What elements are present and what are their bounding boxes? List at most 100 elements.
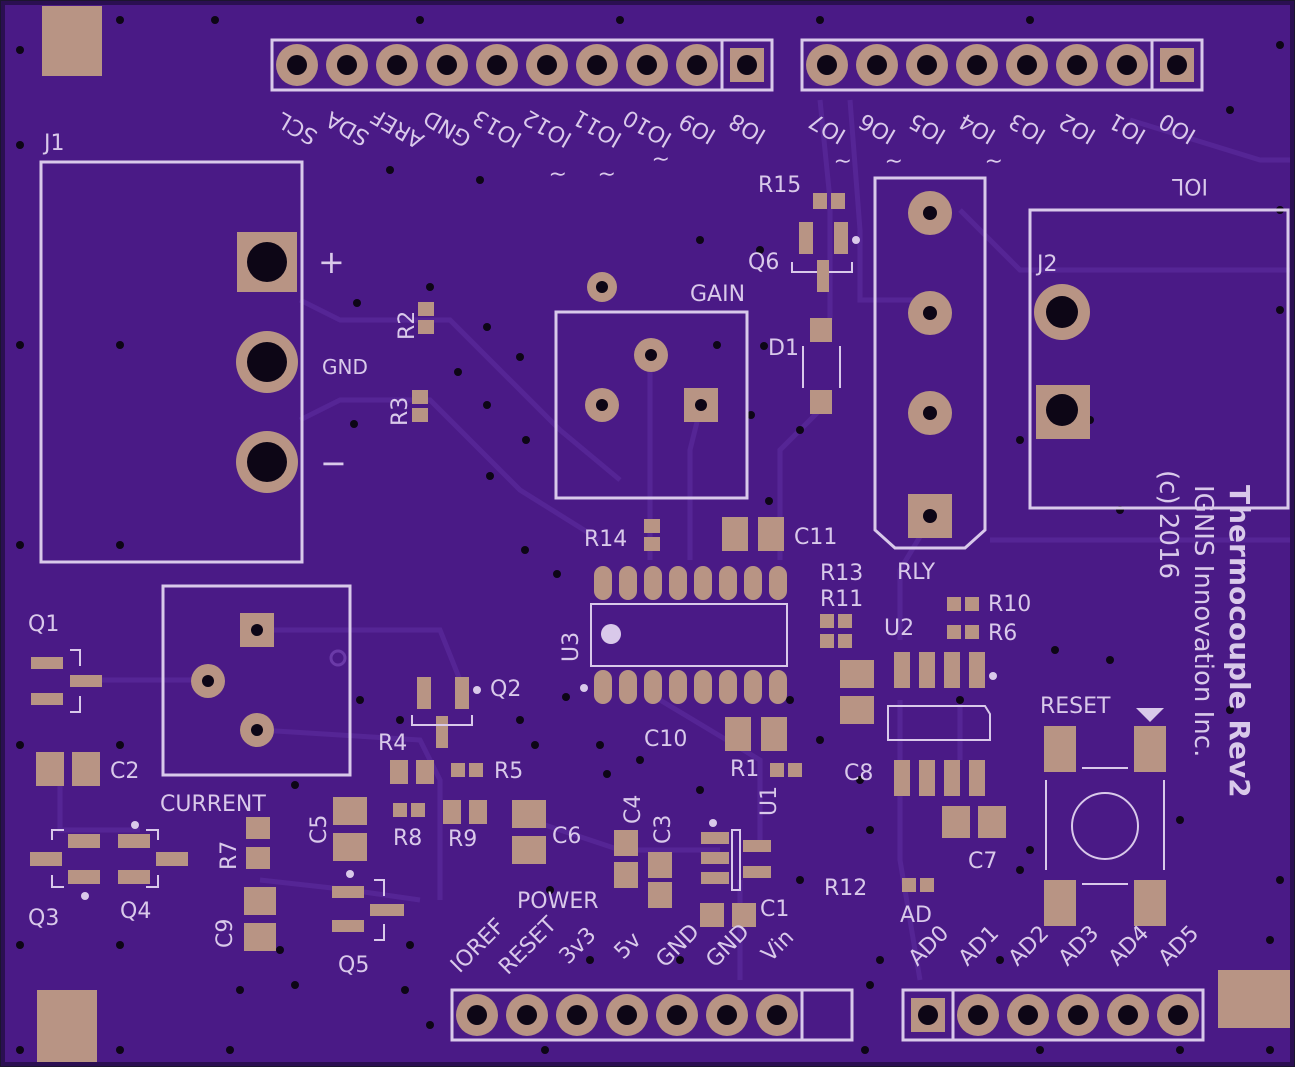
svg-text:U1: U1	[757, 786, 782, 816]
ic-pin-pad	[644, 566, 662, 600]
connector-j2: J2	[1028, 208, 1290, 510]
resistor-r8: R8	[393, 803, 425, 851]
resistor-r2: R2	[395, 302, 434, 340]
svg-text:R6: R6	[988, 621, 1017, 646]
ic-pin-pad	[719, 670, 737, 704]
trimpot-current: CURRENT	[160, 584, 352, 817]
resistor-r5: R5	[451, 759, 523, 784]
resistor-r3: R3	[388, 390, 428, 426]
pwm-mark: ~	[985, 148, 1003, 173]
transistor-q2: Q2	[411, 677, 521, 748]
svg-text:C8: C8	[844, 761, 873, 786]
regulator-u1: U1	[701, 786, 782, 891]
svg-text:Q6: Q6	[748, 250, 779, 275]
pwm-mark: ~	[885, 148, 903, 173]
ic-pin-pad	[619, 566, 637, 600]
board-title: Thermocouple Rev2	[1223, 485, 1256, 798]
svg-text:C2: C2	[110, 759, 139, 784]
svg-text:Q4: Q4	[120, 899, 151, 924]
ic-pin-pad	[669, 566, 687, 600]
ic-pin-pad	[769, 670, 787, 704]
svg-text:R5: R5	[494, 759, 523, 784]
svg-text:C6: C6	[552, 824, 581, 849]
svg-text:R1: R1	[730, 757, 759, 782]
ic-u3: U3	[559, 566, 788, 704]
resistor-r9: R9	[443, 800, 487, 852]
ic-pin-pad	[744, 566, 762, 600]
resistor-r1: R1	[730, 757, 802, 782]
svg-text:R13: R13	[820, 561, 863, 586]
svg-text:R12: R12	[824, 876, 867, 901]
capacitor-c4: C4	[614, 795, 646, 888]
ic-pin-pad	[719, 566, 737, 600]
resistor-r6: R6	[947, 621, 1017, 646]
ic-pin-pad	[594, 670, 612, 704]
reset-label: RESET	[1040, 694, 1111, 719]
ic-pin-pad	[619, 670, 637, 704]
svg-text:R2: R2	[395, 311, 420, 340]
ic-pin-pad	[669, 670, 687, 704]
ic-pin-pad	[644, 670, 662, 704]
svg-text:Q3: Q3	[28, 906, 59, 931]
ic-u2: U2	[884, 616, 997, 796]
ic-pin-pad	[769, 566, 787, 600]
mount-pad-bottom-right	[1218, 970, 1290, 1028]
j1-plus-label: +	[318, 243, 345, 281]
vias	[16, 16, 1284, 1054]
capacitor-c8: C8	[844, 761, 873, 786]
transistor-q5: Q5	[332, 870, 404, 978]
board-company: IGNIS Innovation Inc.	[1188, 485, 1218, 757]
transistor-q1: Q1	[28, 612, 102, 713]
svg-text:J2: J2	[1035, 252, 1058, 277]
svg-text:C10: C10	[644, 727, 687, 752]
svg-text:C4: C4	[621, 795, 646, 824]
svg-text:Q2: Q2	[490, 677, 521, 702]
board-copyright: (c) 2016	[1153, 470, 1183, 579]
svg-text:CURRENT: CURRENT	[160, 792, 266, 817]
svg-text:C9: C9	[213, 919, 238, 948]
transistor-q4: Q4	[118, 821, 188, 924]
svg-text:C3: C3	[651, 815, 676, 844]
mount-pad-top-left	[42, 6, 102, 76]
pwm-mark: ~	[834, 148, 852, 173]
board-credits: Thermocouple Rev2 IGNIS Innovation Inc. …	[1153, 470, 1256, 798]
svg-text:C5: C5	[307, 815, 332, 844]
svg-text:RLY: RLY	[897, 560, 936, 585]
ic-pin-pad	[594, 566, 612, 600]
j1-gnd-label: GND	[322, 355, 368, 379]
svg-text:GAIN: GAIN	[690, 282, 745, 307]
capacitor-c7: C7	[942, 806, 1006, 874]
svg-text:U2: U2	[884, 616, 914, 641]
svg-text:Q1: Q1	[28, 612, 59, 637]
resistor-r15: R15	[758, 173, 845, 209]
pwm-mark: ~	[598, 161, 616, 186]
analog-header-label: AD	[900, 903, 932, 928]
svg-text:R8: R8	[393, 826, 422, 851]
resistor-r4: R4	[378, 731, 434, 784]
reset-button[interactable]: RESET	[1040, 694, 1166, 926]
capacitor-c9: C9	[213, 887, 276, 951]
svg-text:R7: R7	[217, 841, 242, 870]
svg-text:R11: R11	[820, 587, 863, 612]
trimpot-gain: GAIN	[554, 272, 749, 500]
transistor-q3: Q3	[28, 829, 100, 931]
svg-text:C1: C1	[760, 897, 789, 922]
svg-text:C7: C7	[968, 849, 997, 874]
svg-text:U3: U3	[559, 632, 584, 662]
capacitor-c2: C2	[36, 752, 139, 786]
pwm-mark: ~	[549, 161, 567, 186]
capacitor-c11: C11	[722, 517, 837, 551]
resistor-r10: R10	[947, 592, 1031, 617]
svg-text:R14: R14	[584, 527, 627, 552]
resistor-r14: R14	[584, 519, 660, 552]
svg-text:R10: R10	[988, 592, 1031, 617]
capacitor-c5: C5	[307, 797, 367, 861]
ic-pin-pad	[694, 566, 712, 600]
resistor-r12: R12	[824, 876, 934, 901]
transistor-q6: Q6	[748, 222, 860, 292]
connector-j1: J1 + GND −	[39, 131, 368, 564]
svg-text:R4: R4	[378, 731, 407, 756]
capacitor-c10: C10	[644, 717, 787, 752]
svg-text:J1: J1	[42, 131, 65, 156]
